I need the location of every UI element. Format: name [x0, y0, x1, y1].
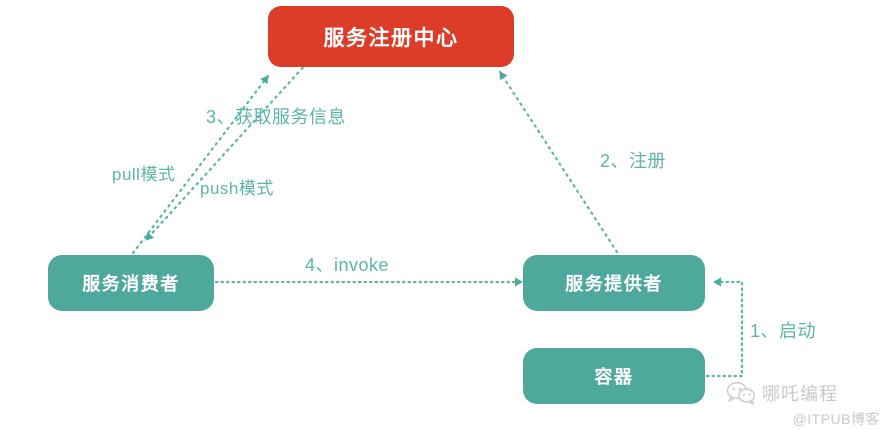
watermark-sub: @ITPUB博客	[792, 411, 880, 427]
node-container-label: 容器	[594, 367, 634, 387]
edge-label-fetch: 3、获取服务信息	[206, 107, 347, 127]
node-service-provider-label: 服务提供者	[565, 274, 663, 294]
watermark: 哪吒编程 @ITPUB博客	[726, 380, 884, 428]
node-service-registry[interactable]: 服务注册中心	[268, 6, 514, 67]
edge-label-invoke: 4、invoke	[305, 255, 390, 275]
watermark-name: 哪吒编程	[762, 384, 838, 404]
edge-label-pull: pull模式	[112, 165, 176, 184]
edge-label-register: 2、注册	[600, 151, 667, 171]
edge-push-arrow	[144, 61, 309, 242]
wechat-icon	[726, 381, 756, 405]
node-service-provider[interactable]: 服务提供者	[523, 255, 705, 311]
node-service-registry-label: 服务注册中心	[323, 26, 459, 50]
watermark-row: 哪吒编程	[726, 380, 884, 406]
node-container[interactable]: 容器	[523, 348, 705, 404]
node-service-consumer[interactable]: 服务消费者	[48, 255, 214, 311]
node-service-consumer-label: 服务消费者	[82, 274, 180, 294]
edge-start-arrow	[705, 277, 744, 378]
edge-label-start: 1、启动	[750, 321, 817, 341]
edge-label-push: push模式	[200, 179, 274, 198]
